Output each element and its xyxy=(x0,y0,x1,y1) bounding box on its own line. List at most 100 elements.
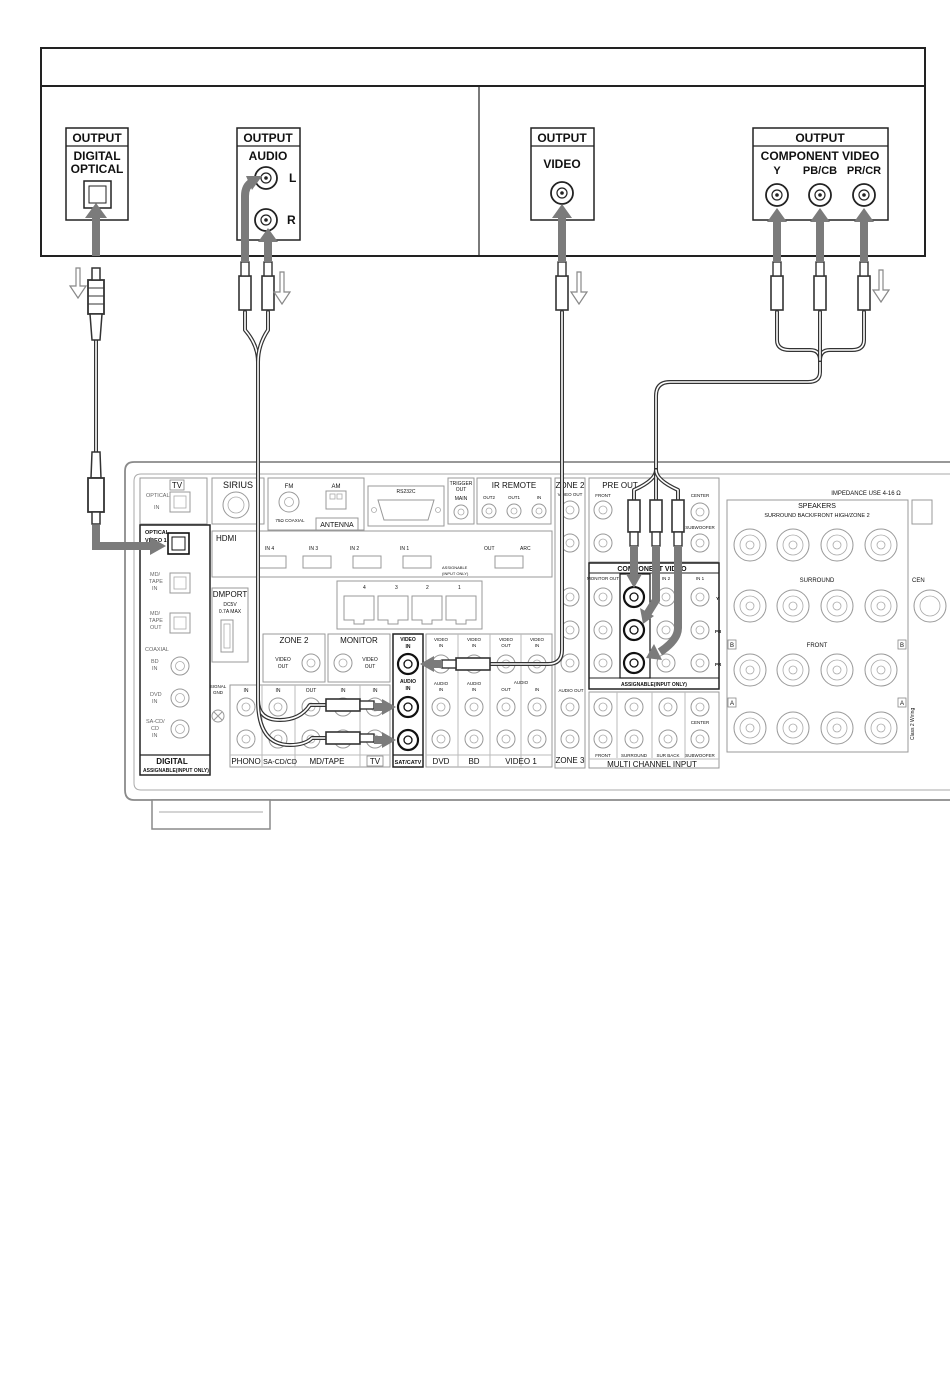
tv-bottom-label: TV xyxy=(370,757,381,766)
video1-label: VIDEO 1 xyxy=(505,757,537,766)
pre-out-subwoofer: SUBWOOFER xyxy=(685,525,715,530)
zone2-box-title: ZONE 2 xyxy=(280,636,309,645)
hdmi-in2: IN 2 xyxy=(350,546,359,552)
output-digital-optical: OUTPUT DIGITAL OPTICAL xyxy=(65,127,129,221)
component-y-label: Y xyxy=(773,165,781,177)
pre-out-center: CENTER xyxy=(691,493,710,498)
antenna-section: FM 75Ω COAXIAL AM ANTENNA xyxy=(267,477,365,531)
hdmi-port-in4 xyxy=(257,555,287,569)
hdmi-out: OUT xyxy=(484,546,495,552)
hdmi-assignable-l2: (INPUT ONLY) xyxy=(442,571,469,576)
cables xyxy=(87,261,871,747)
speaker-row-1 xyxy=(733,528,898,562)
video1-video-in-l2: IN xyxy=(535,643,540,648)
component-label: COMPONENT VIDEO xyxy=(761,149,880,163)
bd-in-l2: IN xyxy=(152,666,158,672)
audio-cable xyxy=(238,261,375,747)
ir-remote-section: IR REMOTE OUT2 OUT1 IN xyxy=(476,477,552,525)
sacd-in-l3: IN xyxy=(152,733,158,739)
md-tape-in-l3: IN xyxy=(152,586,158,592)
bd-in-l1: BD xyxy=(151,659,159,665)
sacd-in-l1: SA-CD/ xyxy=(146,719,165,725)
receiver-foot xyxy=(151,799,271,830)
lan-3: 3 xyxy=(395,585,398,591)
component-pr-label: PR/CR xyxy=(847,165,881,177)
mdtape-out-label: OUT xyxy=(306,688,317,694)
rcv-component-in1b: IN 1 xyxy=(696,576,705,581)
trigger-l1: TRIGGER xyxy=(450,481,473,487)
component-pb-label: PB/CB xyxy=(803,165,837,177)
digital-optical-line2: OPTICAL xyxy=(71,162,124,176)
component-pr-jack xyxy=(852,183,876,207)
zone2-audio-out: AUDIO OUT xyxy=(558,688,583,693)
tv-audio-in-label: IN xyxy=(373,688,378,694)
monitor-box-sub2: OUT xyxy=(365,664,376,670)
dvd-label: DVD xyxy=(433,757,450,766)
dvd-video-in-l2: IN xyxy=(439,643,444,648)
dvd-audio-in-l1: AUDIO xyxy=(434,681,449,686)
mci-surround: SURROUND xyxy=(621,753,648,758)
class2-wiring-label: Class 2 Wiring xyxy=(910,708,916,740)
hdmi-port-in2 xyxy=(352,555,382,569)
speakers-row3: FRONT xyxy=(807,643,828,649)
digital-assignable-label: ASSIGNABLE(INPUT ONLY) xyxy=(143,768,209,774)
hdmi-arc: ARC xyxy=(520,546,531,552)
sat-catv-label: SAT/CATV xyxy=(395,760,422,766)
speakers-b-left: B xyxy=(730,643,734,649)
dmport-label: DMPORT xyxy=(213,590,248,599)
speaker-row-2 xyxy=(733,589,898,623)
sat-catv-section: VIDEO IN AUDIO IN SAT/CATV xyxy=(392,633,424,768)
hdmi-port-in1 xyxy=(402,555,432,569)
hollow-down-arrows xyxy=(68,267,891,306)
optical-cable xyxy=(87,267,105,525)
video1-video-out-l2: OUT xyxy=(501,643,511,648)
speakers-center-label: CEN xyxy=(912,578,925,584)
video-cable xyxy=(441,261,569,671)
speaker-row-4 xyxy=(733,711,898,745)
tv-optical-label: OPTICAL xyxy=(146,493,170,499)
sacd-in-label: IN xyxy=(276,688,281,694)
pre-out-front: FRONT xyxy=(595,493,611,498)
sirius-section: SIRIUS xyxy=(211,477,265,525)
md-tape-out-l2: TAPE xyxy=(149,618,163,624)
video1-audio-label: AUDIO xyxy=(514,680,529,685)
component-cable xyxy=(627,261,871,547)
md-tape-in-l1: MD/ xyxy=(150,572,161,578)
dvd-in-l1: DVD xyxy=(150,692,162,698)
phono-label: PHONO xyxy=(231,757,260,766)
monitor-box-sub1: VIDEO xyxy=(362,657,378,663)
digital-label: DIGITAL xyxy=(156,757,188,766)
rs232c-label: RS232C xyxy=(397,489,416,495)
speakers-b-right: B xyxy=(900,643,904,649)
bd-label: BD xyxy=(468,757,479,766)
lan-4: 4 xyxy=(363,585,366,591)
receiver-rear-panel: TV OPTICAL IN OPTICAL VIDEO 1 IN MD/ TAP… xyxy=(124,461,950,830)
audio-header: OUTPUT xyxy=(243,131,293,145)
hdmi-in4: IN 4 xyxy=(265,546,274,552)
md-tape-in-l2: TAPE xyxy=(149,579,163,585)
digital-optical-header: OUTPUT xyxy=(72,131,122,145)
ir-out2: OUT2 xyxy=(483,495,495,500)
sat-audio-in-l2: IN xyxy=(406,686,411,692)
zone2-box-sub1: VIDEO xyxy=(275,657,291,663)
rs232c-section: RS232C xyxy=(367,485,445,527)
hollow-arrow-optical xyxy=(68,267,88,300)
dmport-section: DMPORT DC5V 0.7A MAX xyxy=(211,587,249,663)
receiver-inner-outline xyxy=(133,473,950,791)
trigger-section: TRIGGER OUT MAIN xyxy=(447,477,475,525)
trigger-main: MAIN xyxy=(455,496,468,502)
digital-optical-line1: DIGITAL xyxy=(73,149,120,163)
mci-front: FRONT xyxy=(595,753,611,758)
dvd-in-l2: IN xyxy=(152,699,158,705)
rcv-component-row-pr: PR xyxy=(715,662,722,667)
dvd-video-in-l1: VIDEO xyxy=(434,637,449,642)
phono-in-label: IN xyxy=(244,688,249,694)
video-header: OUTPUT xyxy=(537,131,587,145)
video-label: VIDEO xyxy=(543,157,580,171)
ir-remote-label: IR REMOTE xyxy=(492,481,536,490)
mdtape-label: MD/TAPE xyxy=(310,757,345,766)
hdmi-label: HDMI xyxy=(216,534,236,543)
zone2-video-out-box: ZONE 2 VIDEO OUT xyxy=(262,633,326,683)
bd-audio-in-l2: IN xyxy=(472,687,477,692)
optical-jack-inner xyxy=(88,185,107,204)
